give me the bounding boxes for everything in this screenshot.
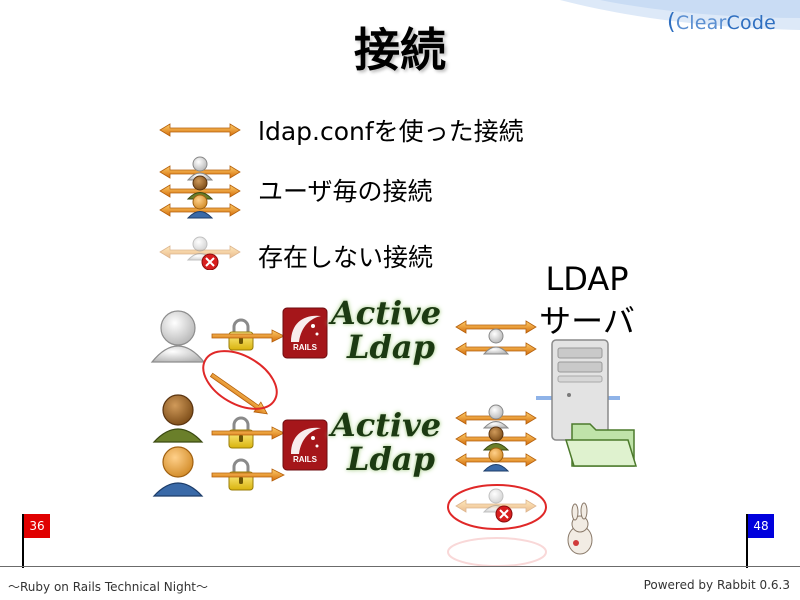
activeldap-logo-bottom: Active Ldap (330, 408, 442, 476)
ldap-server-label: LDAP サーバ (532, 258, 642, 342)
deny-x-icon (201, 253, 219, 270)
rabbit-icon (567, 502, 593, 555)
server-icon (536, 339, 620, 441)
user-orange-large-icon (152, 446, 204, 497)
activeldap-line2: Ldap (347, 328, 435, 366)
footer-powered-by: Powered by Rabbit 0.6.3 (643, 578, 790, 592)
clearcode-logo: (ClearCode (667, 10, 776, 35)
legend-ldapconf-label: ldap.confを使った接続 (258, 117, 524, 146)
reflection-decoration (447, 537, 547, 566)
slide-title: 接続 (354, 23, 446, 77)
folder-icon (564, 423, 638, 467)
user-gray-small-icon (482, 328, 510, 355)
activeldap-line2: Ldap (347, 440, 435, 478)
activeldap-logo-top: Active Ldap (330, 296, 442, 364)
deny-x-icon (495, 505, 513, 523)
diagonal-arrow-icon (209, 372, 268, 415)
user-brown-icon (186, 175, 214, 200)
user-orange-icon (186, 194, 214, 219)
legend-icons (159, 123, 241, 270)
brand-c-icon: ( (667, 10, 676, 35)
legend-denied-label: 存在しない接続 (258, 243, 434, 272)
ldap-server-label-line1: LDAP (545, 260, 629, 298)
user-gray-large-icon (150, 310, 206, 363)
user-orange-small-icon (482, 447, 510, 472)
flag-pole-total (746, 514, 748, 568)
activeldap-line1: Active (330, 294, 442, 332)
current-page-flag: 36 (24, 514, 50, 538)
connection-diagram: RAILS RAILS (150, 307, 638, 566)
rails-logo-text: RAILS (293, 343, 318, 352)
ldap-server-label-line2: サーバ (539, 302, 635, 340)
header-swoosh (560, 0, 800, 30)
user-brown-small-icon (482, 426, 510, 451)
footer-divider (0, 566, 800, 567)
user-gray-small-icon (482, 404, 510, 429)
total-pages-flag: 48 (748, 514, 774, 538)
footer-subtitle: 〜Ruby on Rails Technical Night〜 (8, 580, 209, 594)
deny-circle-icon (202, 350, 278, 410)
brand-suffix: Code (726, 12, 776, 34)
activeldap-line1: Active (330, 406, 442, 444)
user-brown-large-icon (152, 394, 204, 443)
deny-circle-icon (447, 484, 547, 530)
brand-prefix: Clear (675, 12, 727, 34)
ldapconf-arrow-icon (159, 123, 241, 137)
flag-pole-current (22, 514, 24, 568)
legend-user-label: ユーザ毎の接続 (258, 177, 433, 206)
rails-logo-text: RAILS (293, 455, 318, 464)
